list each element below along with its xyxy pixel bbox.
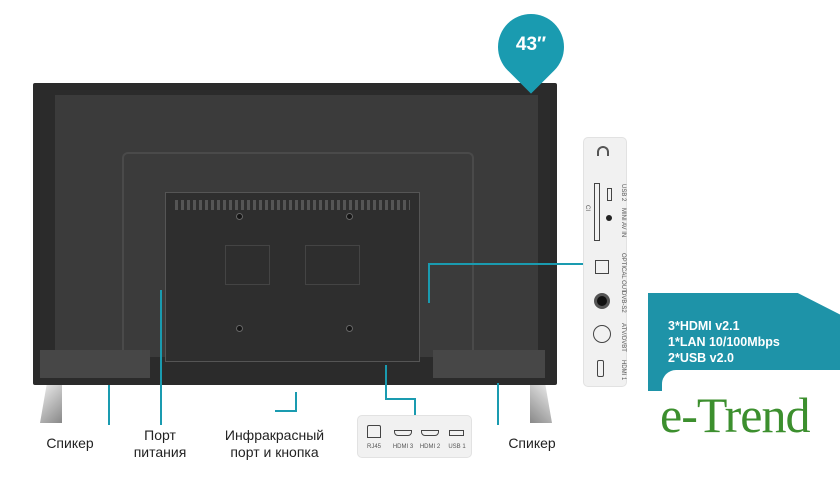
speaker-right — [433, 350, 545, 378]
port-label-rj45: RJ45 — [366, 444, 381, 450]
hdmi-port-icon — [597, 360, 604, 377]
electronics-module — [165, 192, 420, 362]
ci-slot-icon — [594, 183, 600, 241]
mount-area — [225, 245, 270, 285]
label-line: Инфракрасный — [224, 427, 325, 443]
callout-line — [108, 385, 110, 425]
rj45-icon — [367, 425, 381, 438]
callout-line — [275, 410, 297, 412]
hdmi-icon — [421, 430, 439, 436]
atv-dvbt-label: ATV/DVBT — [620, 323, 626, 352]
callout-line — [385, 398, 415, 400]
dvb-s2-port-icon — [594, 293, 610, 309]
antenna-port-icon — [593, 325, 611, 343]
callout-line — [295, 392, 297, 412]
ci-label: CI — [584, 205, 590, 211]
mini-av-label: MINI AV IN — [620, 208, 626, 238]
specs-box-corner — [662, 370, 840, 400]
optical-port-icon — [595, 260, 609, 274]
callout-line — [428, 263, 430, 303]
spec-item: 1*LAN 10/100Mbps — [668, 335, 780, 349]
callout-line — [414, 398, 416, 415]
label-speaker-right: Спикер — [508, 435, 556, 451]
size-badge-text: 43″ — [515, 34, 547, 55]
screw — [236, 325, 243, 332]
label-speaker-left: Спикер — [46, 435, 94, 451]
port-label-usb1: USB 1 — [448, 444, 466, 450]
etrend-logo: e-Trend — [660, 387, 810, 443]
callout-line — [428, 263, 583, 265]
mini-av-icon — [606, 215, 612, 221]
optical-label: OPTICAL OUT — [620, 253, 626, 293]
spec-item: 3*HDMI v2.1 — [668, 319, 740, 333]
vent — [175, 200, 410, 210]
label-line: питания — [133, 444, 187, 460]
headphone-icon — [597, 146, 609, 156]
bottom-port-panel: RJ45 HDMI 3 HDMI 2 USB 1 — [357, 415, 472, 458]
screw — [236, 213, 243, 220]
speaker-left — [40, 350, 150, 378]
screw — [346, 325, 353, 332]
dvb-s2-label: DVB-S2 — [620, 291, 626, 313]
hdmi-icon — [394, 430, 412, 436]
stand-right — [530, 385, 552, 423]
callout-line — [497, 383, 499, 425]
callout-line — [385, 365, 387, 400]
port-label-hdmi3: HDMI 3 — [392, 444, 414, 450]
label-line: Порт — [144, 427, 176, 443]
specs-list: 3*HDMI v2.1 1*LAN 10/100Mbps 2*USB v2.0 — [668, 318, 780, 366]
usb-icon — [449, 430, 464, 436]
screw — [346, 213, 353, 220]
spec-item: 2*USB v2.0 — [668, 351, 735, 365]
hdmi1-label: HDMI 1 — [620, 360, 626, 381]
stand-left — [40, 385, 62, 423]
usb-port-icon — [607, 188, 612, 201]
tv-back-step — [122, 152, 474, 357]
port-label-hdmi2: HDMI 2 — [419, 444, 441, 450]
side-port-panel: CI USB 2 MINI AV IN OPTICAL OUT DVB-S2 A… — [583, 137, 627, 387]
usb2-label: USB 2 — [620, 184, 626, 202]
mount-area — [305, 245, 360, 285]
label-line: порт и кнопка — [230, 444, 319, 460]
callout-line — [160, 290, 162, 425]
